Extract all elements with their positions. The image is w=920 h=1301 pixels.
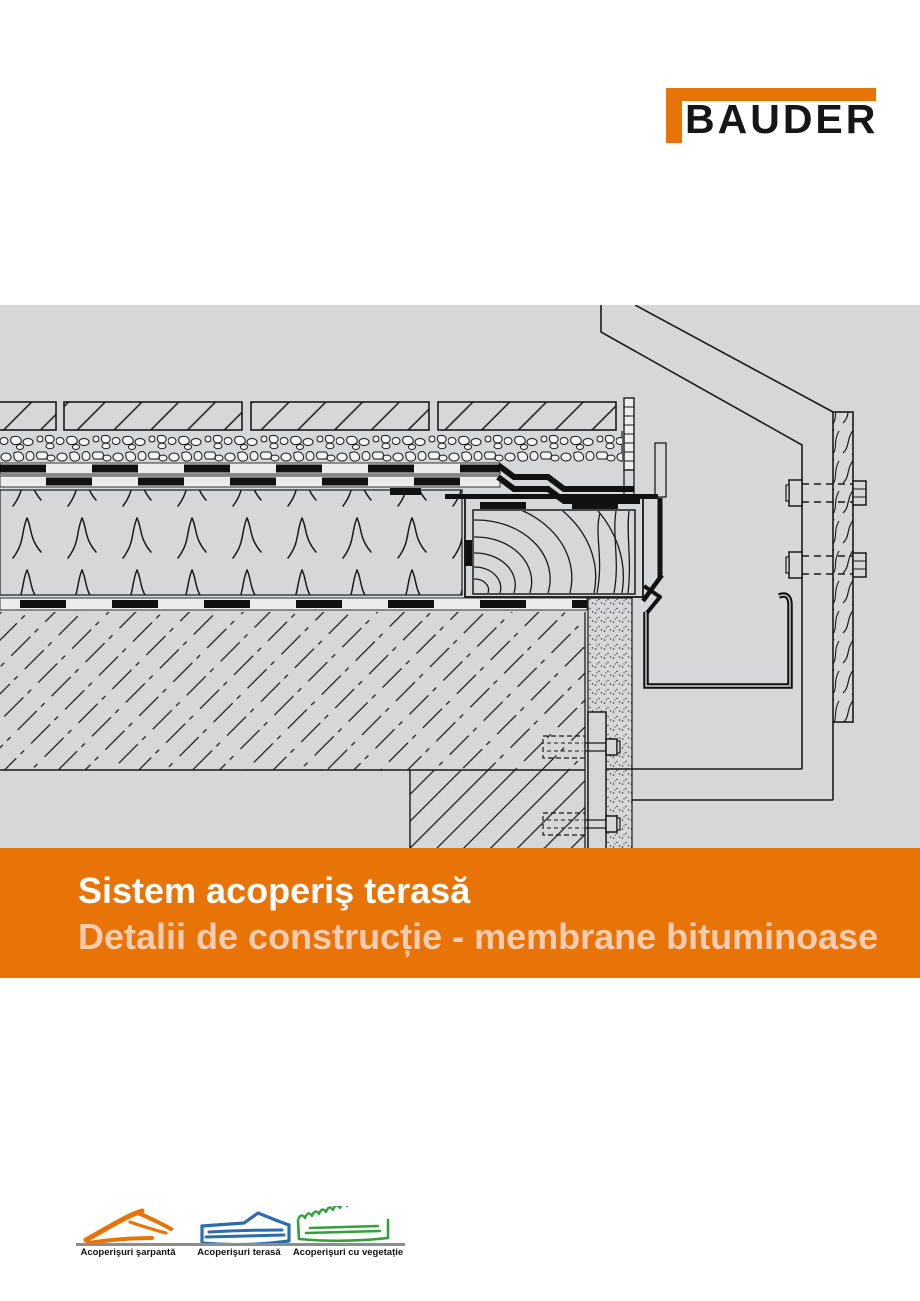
parapet-wood-blocking [464,496,644,598]
green-roof-sketch-icon [296,1206,390,1243]
bituminous-membrane-layer [0,462,640,504]
gutter [643,592,793,689]
category-label-terasa: Acoperişuri terasă [197,1247,281,1258]
anchor-bolts [542,735,621,836]
upper-sloped-wall [600,305,834,801]
paving-slabs [0,401,617,431]
pitched-roof-sketch-icon [83,1208,173,1244]
bauder-logo: BAUDER [0,0,920,160]
gutter-hanger-strap [587,711,607,850]
metal-coping [445,442,667,616]
construction-drawing [0,305,920,850]
construction-drawing-panel [0,305,920,850]
insulation-layer [0,488,472,596]
title-banner: Sistem acoperiş terasă Detalii de constr… [0,848,920,978]
gravel-layer [0,433,622,462]
banner-title: Sistem acoperiş terasă [78,870,471,911]
category-label-sarpanta: Acoperişuri şarpantă [80,1247,176,1258]
vapor-barrier-layer [0,597,588,611]
flat-roof-sketch-icon [200,1211,291,1246]
wall-cladding-plank [832,411,854,723]
footer-divider [76,1243,405,1246]
concrete-slab [0,612,586,850]
facade-bolts [785,479,867,579]
banner-subtitle: Detalii de construcție - membrane bitumi… [78,916,879,957]
logo-accent-bar-top [666,88,876,101]
logo-wordmark: BAUDER [685,96,879,142]
lower-masonry-wall [409,770,585,850]
category-label-vegetatie: Acoperişuri cu vegetație [292,1247,404,1258]
logo-accent-bar-left [666,88,682,143]
